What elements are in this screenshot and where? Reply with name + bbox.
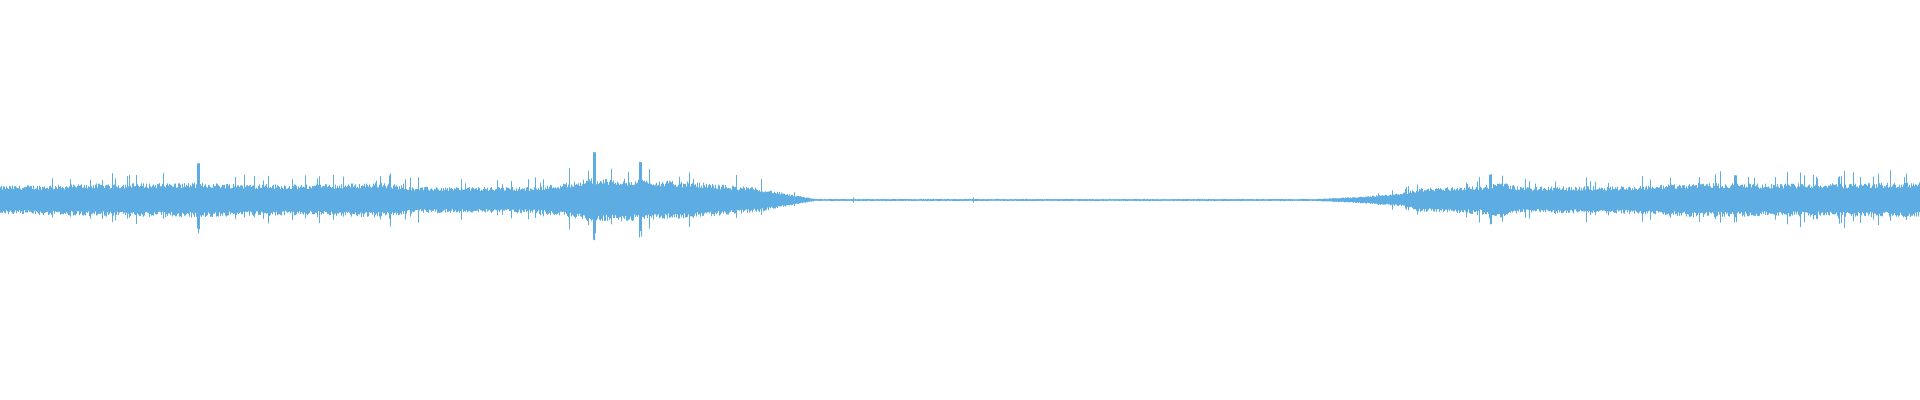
waveform-shape bbox=[0, 152, 1920, 241]
